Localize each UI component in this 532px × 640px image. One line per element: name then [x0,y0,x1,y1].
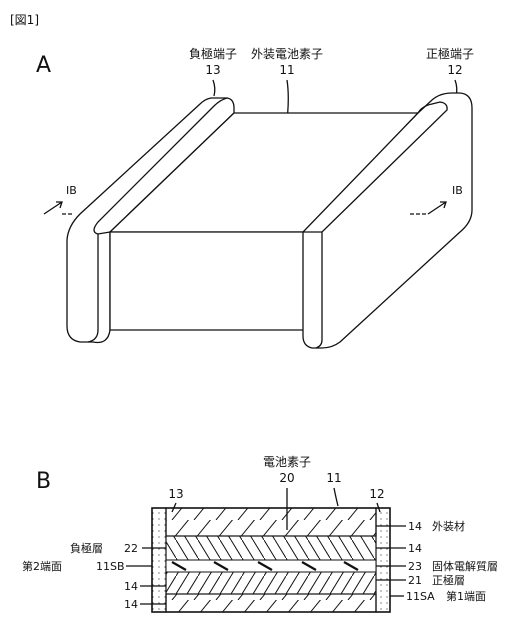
panel-b: B 電池素子 20 11 13 12 負極層 22 第2端面 11S [22,455,498,613]
positive-layer-21 [165,571,377,595]
ref-12: 12 [369,487,384,501]
battery-element-name: 外装電池素子 [251,47,323,61]
battery-element-ref: 11 [279,63,294,77]
electrolyte-name: 固体電解質層 [432,559,498,573]
pos-layer-name: 正極層 [432,573,465,587]
end1-ref: 11SA [406,590,435,603]
ref-14-left-b: 14 [124,598,138,611]
svg-text:IB: IB [452,184,463,197]
exterior-name: 外装材 [432,519,465,533]
pos-layer-ref: 21 [408,574,422,587]
neg-layer-ref: 22 [124,542,138,555]
svg-text:IB: IB [66,184,77,197]
ref-14-right: 14 [408,542,422,555]
exterior-ref: 14 [408,520,422,533]
negative-terminal-ref: 13 [205,63,220,77]
section-marker-left: IB [43,184,77,215]
positive-terminal-section [375,507,391,613]
end2-name: 第2端面 [22,559,62,573]
positive-terminal-name: 正極端子 [426,46,474,61]
positive-terminal-12 [302,92,473,349]
panel-b-letter: B [36,469,51,494]
negative-terminal-name: 負極端子 [189,46,237,61]
neg-layer-name: 負極層 [70,541,103,555]
battery-element-label: 電池素子 [263,455,311,469]
ref-14-left-a: 14 [124,580,138,593]
figure-id: [図1] [10,13,39,27]
negative-layer-22 [165,535,377,561]
panel-a: A 負極端子 13 外装電池素子 11 正極端子 12 IB IB [36,46,474,349]
section-marker-right: IB [410,184,463,215]
end1-name: 第1端面 [446,589,486,603]
negative-terminal-section [151,507,167,613]
negative-terminal-13 [66,97,235,344]
electrolyte-ref: 23 [408,560,422,573]
positive-terminal-ref: 12 [447,63,462,77]
exterior-bottom [165,593,377,613]
end2-ref: 11SB [96,560,125,573]
panel-a-letter: A [36,53,51,78]
ref-13: 13 [168,487,183,501]
exterior-top [165,507,377,537]
battery-element-ref-20: 20 [279,471,294,485]
ref-11: 11 [326,471,341,485]
